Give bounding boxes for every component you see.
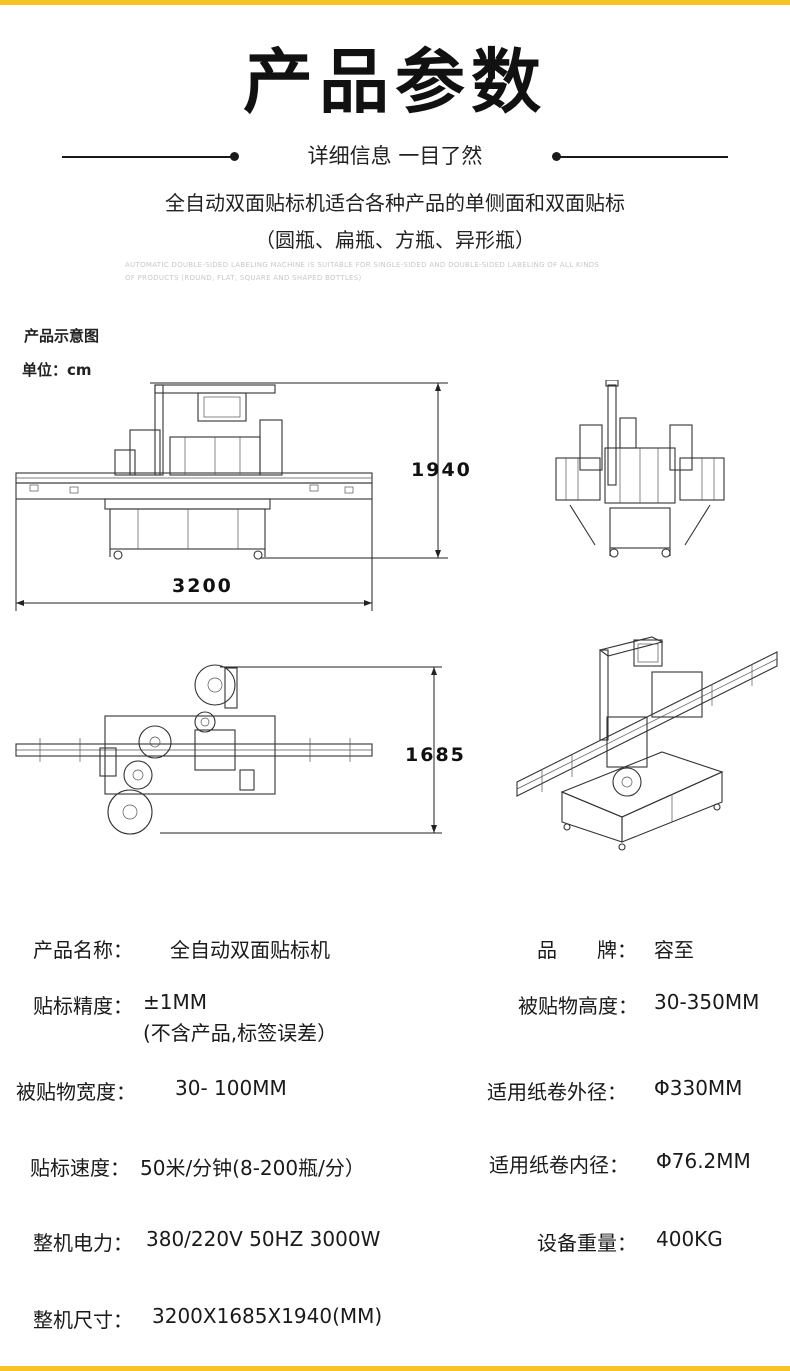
product-name-value: 全自动双面贴标机	[170, 938, 330, 962]
roll-outer-label: 适用纸卷外径：	[487, 1080, 627, 1104]
isometric-view-drawing	[516, 636, 778, 851]
object-height-label: 被贴物高度：	[518, 994, 638, 1018]
front-view-drawing	[15, 382, 448, 611]
description-line-1: 全自动双面贴标机适合各种产品的单侧面和双面贴标	[165, 191, 625, 215]
description-line-2: （圆瓶、扁瓶、方瓶、异形瓶）	[255, 228, 535, 252]
roll-inner-label: 适用纸卷内径：	[489, 1153, 629, 1177]
side-view-drawing	[555, 380, 725, 558]
precision-note: (不含产品,标签误差）	[143, 1021, 338, 1045]
object-height-value: 30-350MM	[654, 990, 760, 1014]
subtitle: 详细信息 一目了然	[307, 144, 483, 168]
object-width-label: 被贴物宽度：	[16, 1080, 136, 1104]
subtitle-line-right	[556, 156, 728, 158]
size-value: 3200X1685X1940(MM)	[152, 1304, 383, 1328]
bottom-accent-bar	[0, 1366, 790, 1371]
length-dimension: 3200	[172, 575, 233, 597]
top-accent-bar	[0, 0, 790, 5]
power-label: 整机电力：	[33, 1231, 133, 1255]
roll-outer-value: Φ330MM	[654, 1076, 743, 1100]
weight-label: 设备重量：	[537, 1231, 637, 1255]
page-title: 产品参数	[243, 41, 547, 123]
weight-value: 400KG	[656, 1227, 723, 1251]
brand-label: 品 牌：	[537, 938, 637, 962]
speed-value: 50米/分钟(8-200瓶/分）	[140, 1156, 365, 1180]
brand-value: 容至	[654, 938, 694, 962]
object-width-value: 30- 100MM	[175, 1076, 287, 1100]
roll-inner-value: Φ76.2MM	[656, 1149, 751, 1173]
top-view-drawing	[15, 664, 442, 835]
unit-label: 单位：cm	[22, 361, 92, 379]
english-description-1: AUTOMATIC DOUBLE-SIDED LABELING MACHINE …	[125, 261, 600, 269]
precision-label: 贴标精度：	[33, 994, 133, 1018]
diagram-section-label: 产品示意图	[24, 327, 100, 345]
size-label: 整机尺寸：	[33, 1308, 133, 1332]
product-name-label: 产品名称：	[33, 938, 133, 962]
height-dimension: 1940	[411, 459, 472, 481]
precision-value: ±1MM	[143, 990, 207, 1014]
subtitle-line-left	[62, 156, 234, 158]
subtitle-dot-left	[230, 152, 239, 161]
speed-label: 贴标速度：	[30, 1156, 130, 1180]
power-value: 380/220V 50HZ 3000W	[146, 1227, 381, 1251]
english-description-2: OF PRODUCTS (ROUND, FLAT, SQUARE AND SHA…	[125, 274, 362, 282]
width-dimension: 1685	[405, 744, 466, 766]
